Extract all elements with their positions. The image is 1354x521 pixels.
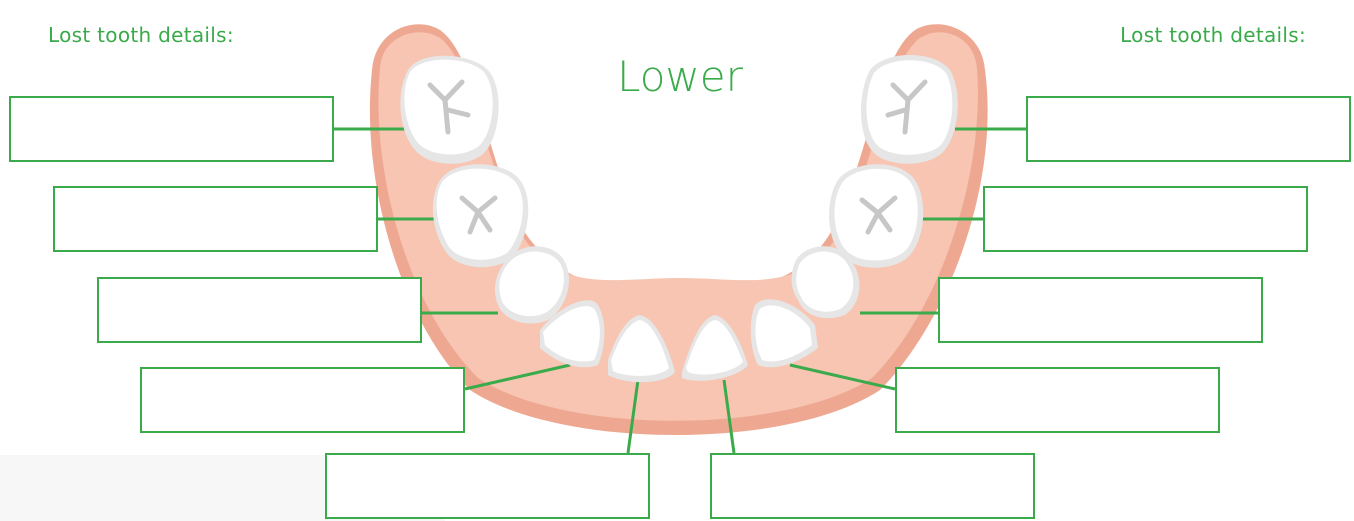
left-heading: Lost tooth details: — [48, 23, 234, 47]
tooth-note-right-molar-1[interactable] — [983, 186, 1308, 252]
tooth-note-right-premolar[interactable] — [938, 277, 1263, 343]
tooth-note-left-molar-1[interactable] — [53, 186, 378, 252]
tooth-note-right-incisor[interactable] — [710, 453, 1035, 519]
tooth-left-molar-1 — [433, 164, 528, 267]
right-heading: Lost tooth details: — [1120, 23, 1306, 47]
jaw-label: Lower — [580, 52, 780, 101]
tooth-right-molar-2 — [861, 55, 958, 164]
tooth-right-molar-1 — [829, 164, 923, 268]
tooth-note-right-molar-2[interactable] — [1026, 96, 1351, 162]
tooth-note-left-molar-2[interactable] — [9, 96, 334, 162]
tooth-left-molar-2 — [400, 56, 498, 164]
tooth-note-left-premolar[interactable] — [97, 277, 422, 343]
tooth-note-left-canine[interactable] — [140, 367, 465, 433]
tooth-note-right-canine[interactable] — [895, 367, 1220, 433]
tooth-note-left-incisor[interactable] — [325, 453, 650, 519]
